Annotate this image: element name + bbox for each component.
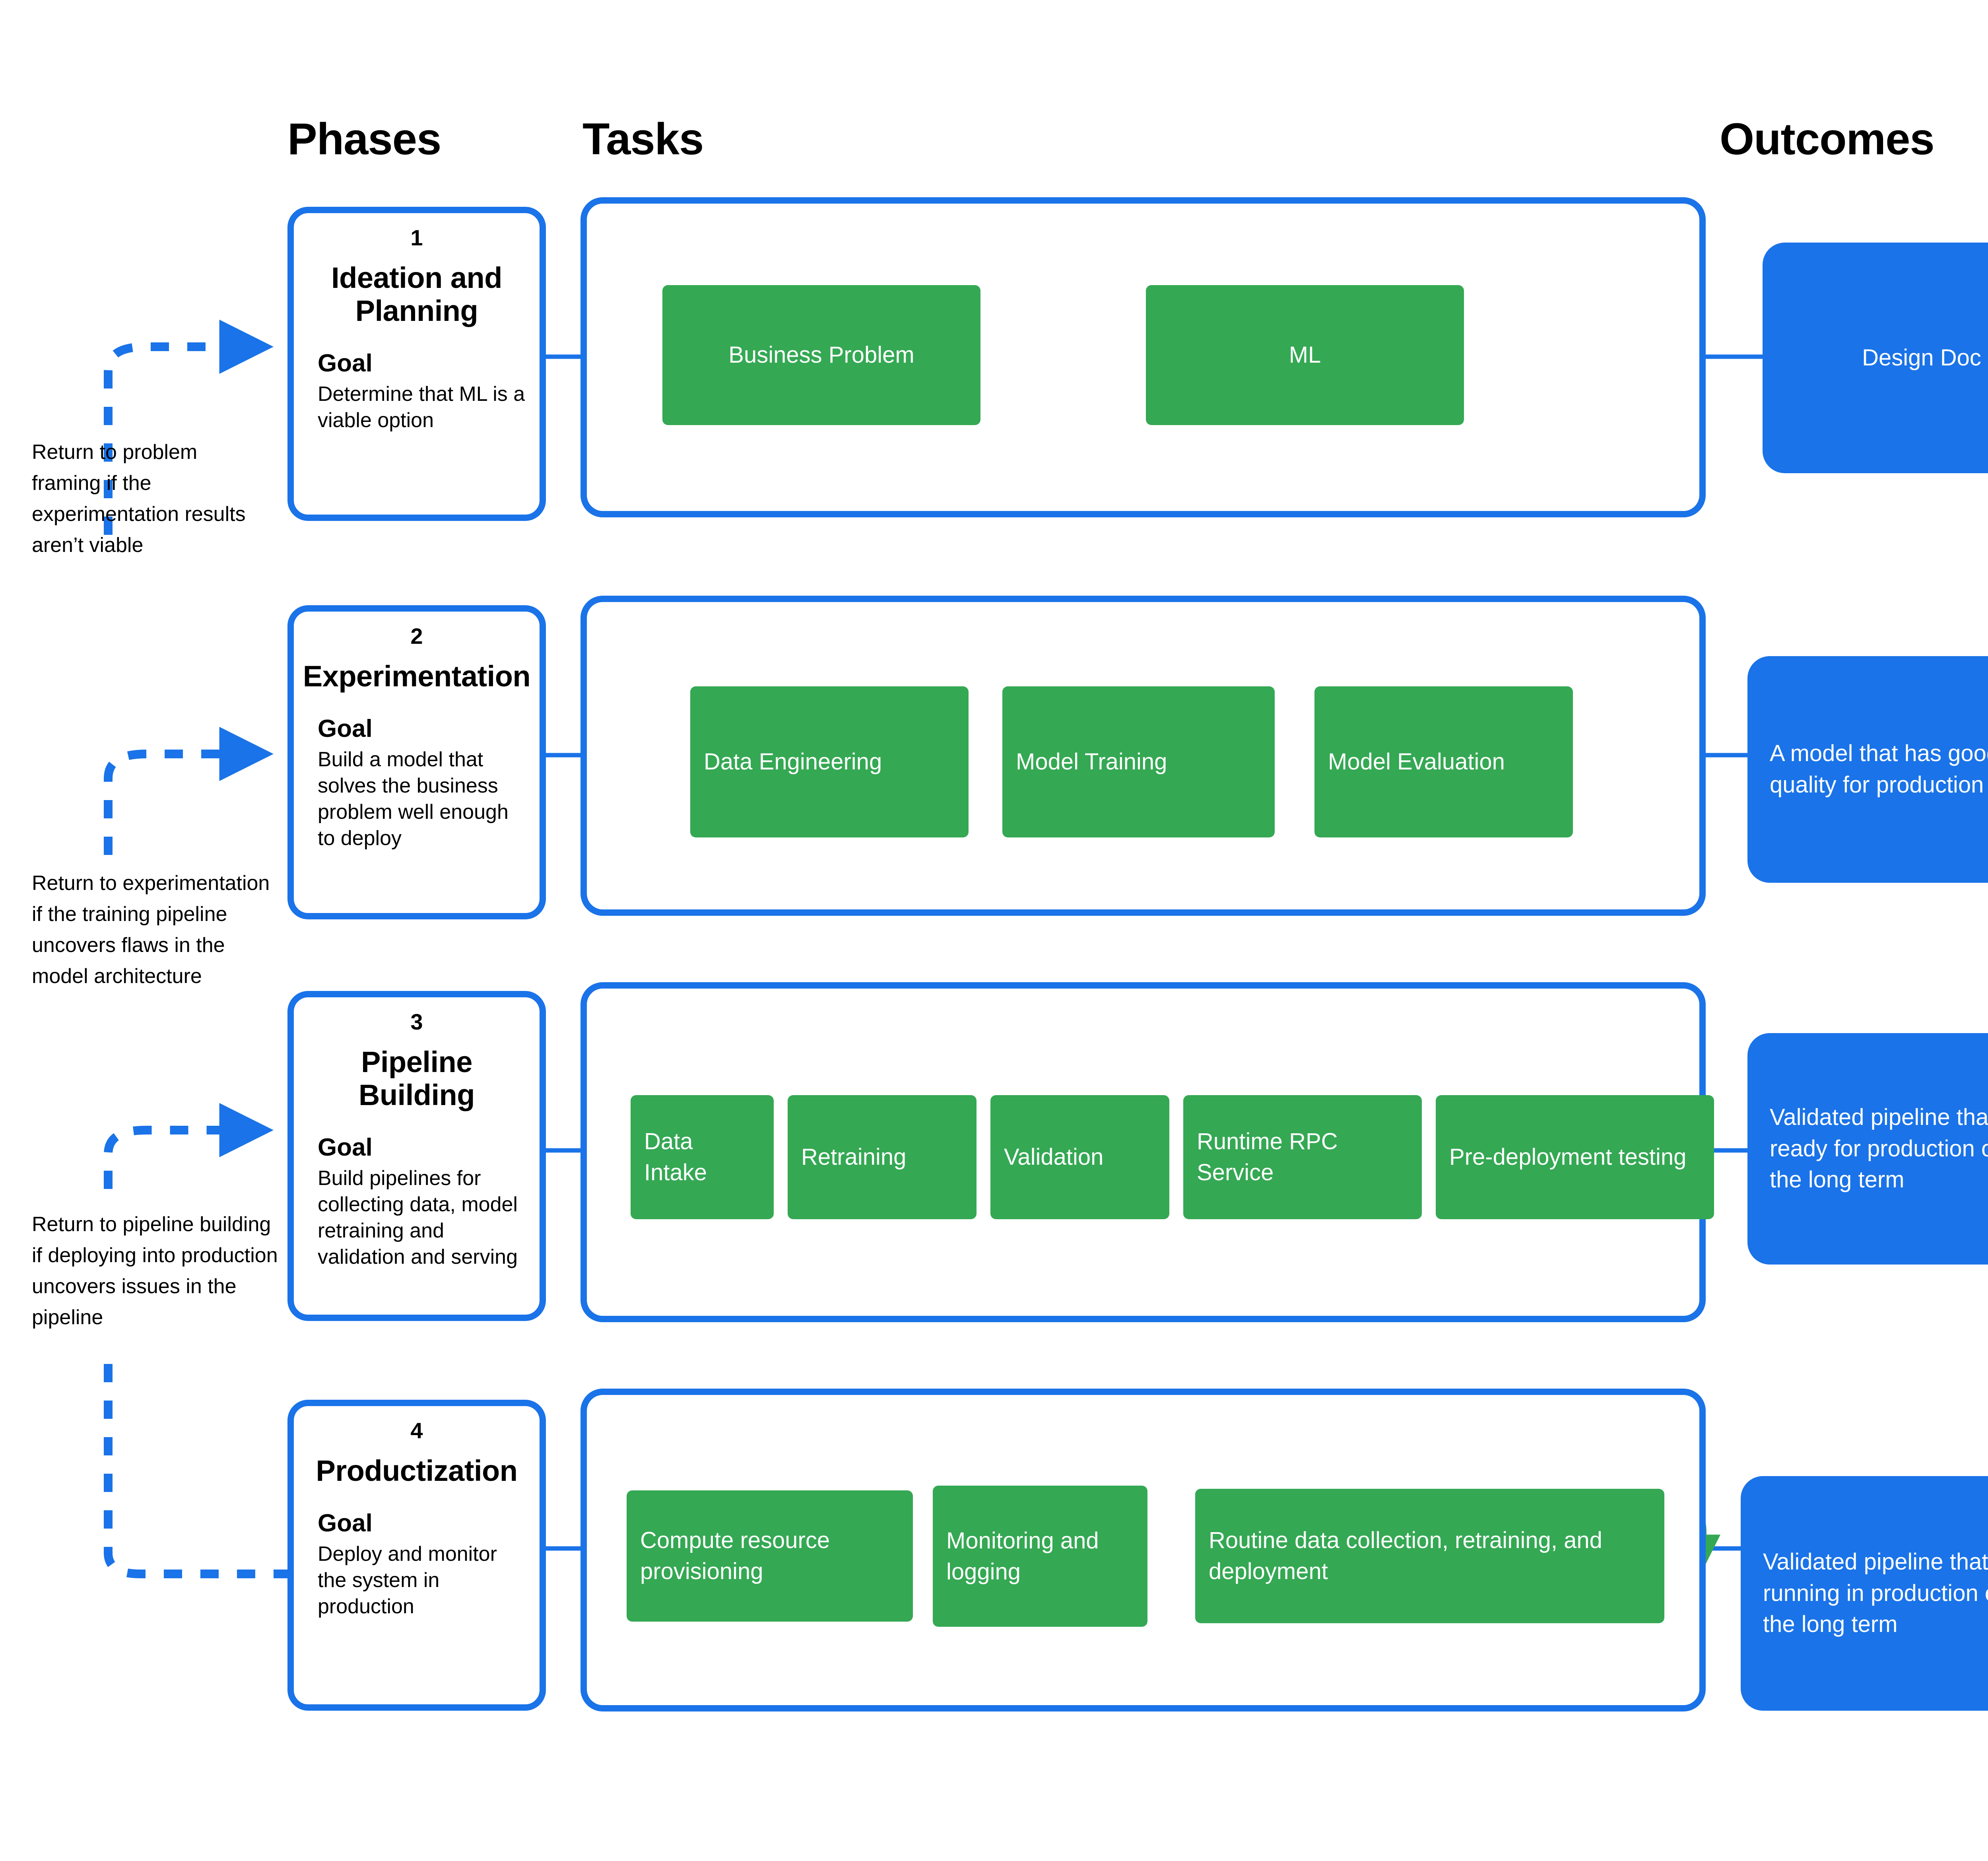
phase-goal-1: Goal Determine that ML is a viable optio… <box>318 350 540 433</box>
task-chip-runtime-rpc-service[interactable]: Runtime RPC Service <box>1183 1095 1422 1219</box>
task-panel-1: Business Problem ML <box>580 197 1706 517</box>
task-chip-routine-data-collection[interactable]: Routine data collection, retraining, and… <box>1195 1489 1664 1623</box>
return-arrow-left-3 <box>104 1103 274 1189</box>
column-header-outcomes: Outcomes <box>1720 114 1935 164</box>
goal-text-2: Build a model that solves the business p… <box>318 748 509 850</box>
phase-goal-4: Goal Deploy and monitor the system in pr… <box>318 1509 540 1620</box>
task-chip-connectors <box>767 349 1415 1556</box>
return-arrow-left-2 <box>104 727 274 855</box>
outcome-box-2[interactable]: A model that has good quality for produc… <box>1747 656 1988 883</box>
task-chip-ml[interactable]: ML <box>1146 285 1464 425</box>
task-chip-model-training[interactable]: Model Training <box>1002 686 1275 837</box>
task-chip-compute-resource-provisioning[interactable]: Compute resource provisioning <box>627 1490 913 1622</box>
phase-card-4[interactable]: 4 Productization Goal Deploy and monitor… <box>287 1400 546 1711</box>
goal-text-1: Determine that ML is a viable option <box>318 382 525 432</box>
return-arrow-left-4 <box>104 1364 287 1578</box>
task-chip-data-engineering[interactable]: Data Engineering <box>690 686 969 837</box>
phase-card-3[interactable]: 3 Pipeline Building Goal Build pipelines… <box>287 991 546 1321</box>
return-annotation-2: Return to experimentation if the trainin… <box>32 872 270 988</box>
goal-label-4: Goal <box>318 1509 373 1537</box>
goal-text-4: Deploy and monitor the system in product… <box>318 1542 497 1618</box>
column-header-tasks: Tasks <box>582 114 704 164</box>
phase-to-task-connectors <box>546 354 580 1551</box>
outcome-box-4[interactable]: Validated pipeline that’s running in pro… <box>1741 1476 1988 1711</box>
task-panel-4: Compute resource provisioning Monitoring… <box>580 1389 1706 1711</box>
task-to-outcome-connectors <box>1706 354 1763 1551</box>
column-header-phases: Phases <box>287 114 441 164</box>
goal-text-3: Build pipelines for collecting data, mod… <box>318 1166 518 1269</box>
task-panel-3: Data Intake Retraining Validation Runtim… <box>580 982 1714 1322</box>
phase-title-2: Experimentation <box>303 660 531 693</box>
phase-number-2: 2 <box>410 624 423 649</box>
return-annotation-3: Return to pipeline building if deploying… <box>32 1213 278 1329</box>
phase-title-1: Ideation and Planning <box>331 261 502 327</box>
task-chip-monitoring-and-logging[interactable]: Monitoring and logging <box>933 1486 1147 1627</box>
phase-card-2[interactable]: 2 Experimentation Goal Build a model tha… <box>287 605 546 919</box>
phase-title-4: Productization <box>316 1454 518 1487</box>
phase-title-3: Pipeline Building <box>359 1045 475 1111</box>
return-annotation-1: Return to problem framing if the experim… <box>32 441 246 557</box>
task-chip-retraining[interactable]: Retraining <box>788 1095 977 1219</box>
goal-label-2: Goal <box>318 715 373 742</box>
outcome-box-3[interactable]: Validated pipeline that’s ready for prod… <box>1747 1033 1988 1265</box>
goal-label-3: Goal <box>318 1133 373 1161</box>
task-chip-business-problem[interactable]: Business Problem <box>662 285 980 425</box>
phase-number-1: 1 <box>410 225 423 250</box>
phase-number-4: 4 <box>410 1418 423 1443</box>
outcome-box-1[interactable]: Design Doc <box>1763 243 1988 473</box>
task-panel-2: Data Engineering Model Training Model Ev… <box>580 596 1706 916</box>
task-chip-validation[interactable]: Validation <box>990 1095 1169 1219</box>
phase-number-3: 3 <box>410 1009 423 1034</box>
goal-label-1: Goal <box>318 349 373 377</box>
task-chip-model-evaluation[interactable]: Model Evaluation <box>1314 686 1573 837</box>
phase-goal-2: Goal Build a model that solves the busin… <box>318 715 540 851</box>
task-chip-pre-deployment-testing[interactable]: Pre-deployment testing <box>1436 1095 1714 1219</box>
phase-goal-3: Goal Build pipelines for collecting data… <box>318 1134 540 1270</box>
task-chip-data-intake[interactable]: Data Intake <box>631 1095 774 1219</box>
phase-card-1[interactable]: 1 Ideation and Planning Goal Determine t… <box>287 207 546 521</box>
